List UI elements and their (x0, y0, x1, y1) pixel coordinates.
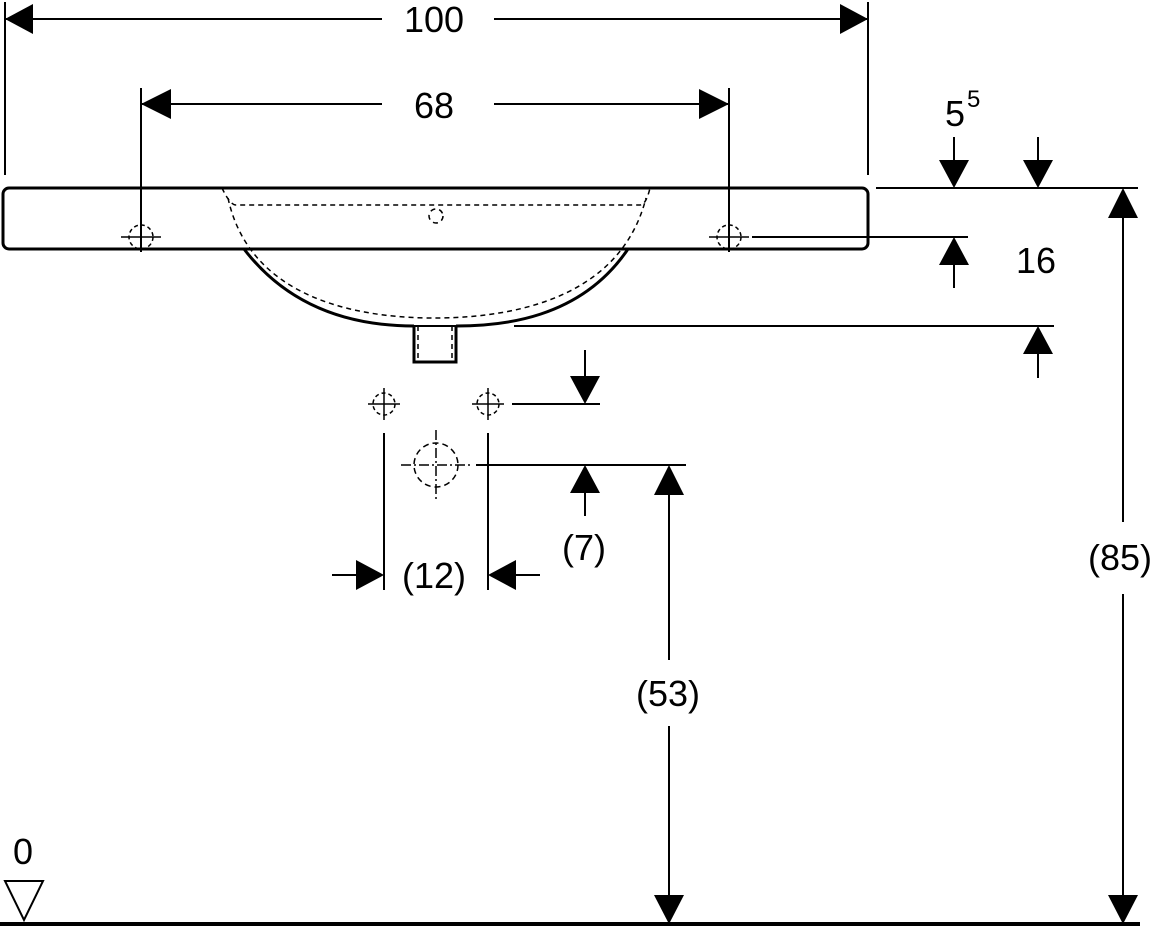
basin-body (1, 186, 870, 364)
fixing-hole-left-icon (121, 222, 161, 252)
tap-connection-left-icon (368, 388, 400, 420)
dimension-overall-width: 100 (5, 0, 868, 40)
rim-offset-superscript: 5 (967, 86, 980, 113)
rim-offset-label: 5 (945, 93, 965, 134)
bowl-hidden-lines (221, 187, 651, 360)
level-triangle-icon (3, 880, 45, 923)
waste-connection-icon (401, 430, 471, 500)
bowl-depth-label: 16 (1016, 240, 1056, 281)
dimension-tap-spacing: (12) (332, 555, 540, 596)
dimension-rim-offset: 5 5 (939, 86, 1053, 188)
dimension-tap-drop: (7) (562, 350, 606, 568)
rim-height-label: (85) (1088, 537, 1152, 578)
tap-connection-right-icon (472, 388, 504, 420)
fixing-hole-right-icon (709, 222, 749, 252)
dimension-bowl-depth: 16 (939, 237, 1056, 378)
dimension-rim-height: (85) (1088, 188, 1152, 924)
fixing-spacing-label: 68 (414, 85, 454, 126)
floor-level: 0 (0, 831, 1140, 926)
overall-width-label: 100 (404, 0, 464, 40)
reference-lines (4, 2, 1138, 590)
waste-height-label: (53) (636, 673, 700, 714)
tap-drop-label: (7) (562, 527, 606, 568)
floor-level-label: 0 (13, 831, 33, 872)
tap-spacing-label: (12) (402, 555, 466, 596)
dimension-fixing-spacing: 68 (141, 85, 729, 126)
dimension-waste-height: (53) (636, 465, 700, 924)
